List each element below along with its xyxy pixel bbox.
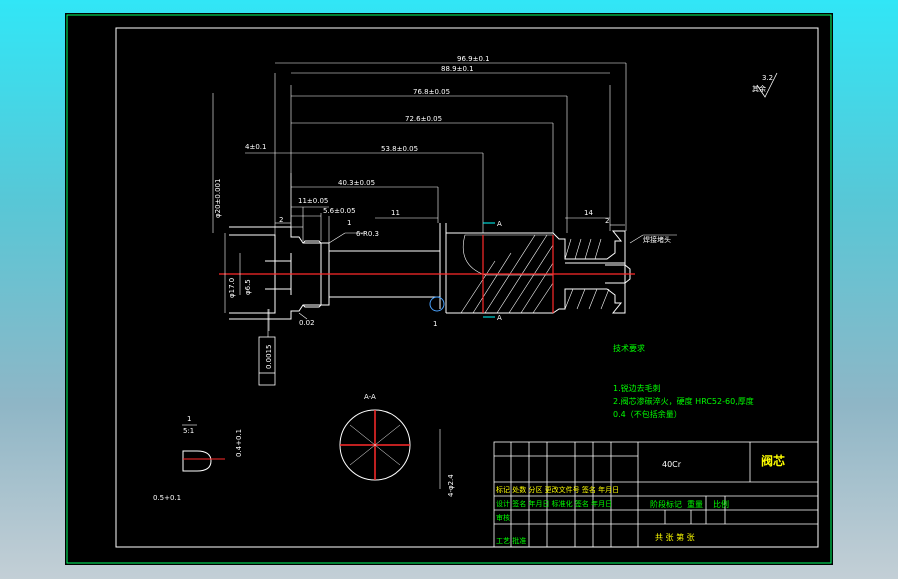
title-block-row4: 工艺 批准	[496, 536, 526, 545]
dim-96-9: 96.9±0.1	[457, 55, 490, 63]
dim-40-3: 40.3±0.05	[338, 179, 375, 187]
section-marker-top: A	[497, 220, 502, 228]
title-block-row2: 设计 签名 年月日 标准化 签名 年月日	[496, 499, 612, 508]
roughness-symbol-icon	[756, 72, 778, 98]
detail-view: 1 5:1 0.4+0.1 0.5+0.1	[153, 415, 243, 502]
detail-circle	[429, 296, 445, 312]
section-marker-bottom: A	[497, 314, 502, 322]
section-view-a-a: A-A 4-φ2.4	[339, 393, 455, 497]
detail-callout-label: 1	[433, 320, 437, 328]
part-main-view	[229, 223, 631, 320]
section-dim-right: 4-φ2.4	[447, 474, 455, 497]
tech-req-line2: 2.阀芯渗碳淬火，硬度 HRC52-60,厚度	[613, 396, 754, 406]
dim-14: 14	[584, 209, 593, 217]
part-name: 阀芯	[761, 453, 785, 468]
tech-requirements: 技术要求 1.锐边去毛刺 2.阀芯渗碳淬火，硬度 HRC52-60,厚度 0.4…	[613, 343, 754, 419]
dim-11-b: 11	[391, 209, 400, 217]
material-label: 40Cr	[662, 460, 682, 469]
cad-model-viewport[interactable]: 1 96	[65, 13, 833, 565]
dim-72-6: 72.6±0.05	[405, 115, 442, 123]
dim-4: 4±0.1	[245, 143, 266, 151]
dim-2-left: 2	[279, 216, 283, 224]
dim-diameter-vertical: φ20±0.001	[214, 179, 222, 218]
outer-border	[66, 14, 832, 564]
tolerance-frame: 0.0015	[258, 309, 276, 386]
weight-label: 重量	[687, 499, 703, 509]
scale-label: 比例	[713, 499, 729, 509]
dim-88-9: 88.9±0.1	[441, 65, 474, 73]
dim-5-6: 5.6±0.05	[323, 207, 356, 215]
title-block-row3: 审核	[496, 513, 510, 522]
stage-label: 阶段标记	[650, 499, 682, 509]
tech-req-title: 技术要求	[613, 343, 645, 353]
dim-76-8: 76.8±0.05	[413, 88, 450, 96]
drawing-canvas[interactable]: 1 96	[65, 13, 833, 565]
title-block-row1: 标记 处数 分区 更改文件号 签名 年月日	[496, 485, 619, 494]
red-section-lines	[219, 235, 635, 313]
dim-chamfer: 0.02	[299, 319, 315, 327]
dim-2-right: 2	[605, 217, 609, 225]
detail-label-top: 1	[187, 415, 191, 423]
dim-diameter-inner: φ6.5	[244, 279, 252, 295]
dimension-lines	[212, 62, 677, 331]
detail-dim-side: 0.4+0.1	[235, 429, 243, 457]
title-block	[493, 441, 819, 548]
tech-req-line3: 0.4（不包括余量）	[613, 409, 682, 419]
dim-53-8: 53.8±0.05	[381, 145, 418, 153]
dim-diameter-left: φ17.0	[228, 278, 236, 298]
tech-req-line1: 1.锐边去毛刺	[613, 383, 661, 393]
detail-scale: 5:1	[183, 427, 194, 435]
weld-plug-label: 焊接堵头	[643, 235, 671, 244]
section-label: A-A	[364, 393, 376, 401]
dim-radius: 6-R0.3	[356, 230, 379, 238]
drawing-frame	[115, 27, 819, 548]
dim-11: 11±0.05	[298, 197, 328, 205]
dim-1: 1	[347, 219, 351, 227]
detail-dim-bottom: 0.5+0.1	[153, 494, 181, 502]
tolerance-value: 0.0015	[265, 345, 273, 370]
sheet-label: 共 张 第 张	[655, 532, 695, 542]
section-markers: A A	[483, 220, 502, 322]
roughness-value: 3.2	[762, 74, 773, 82]
